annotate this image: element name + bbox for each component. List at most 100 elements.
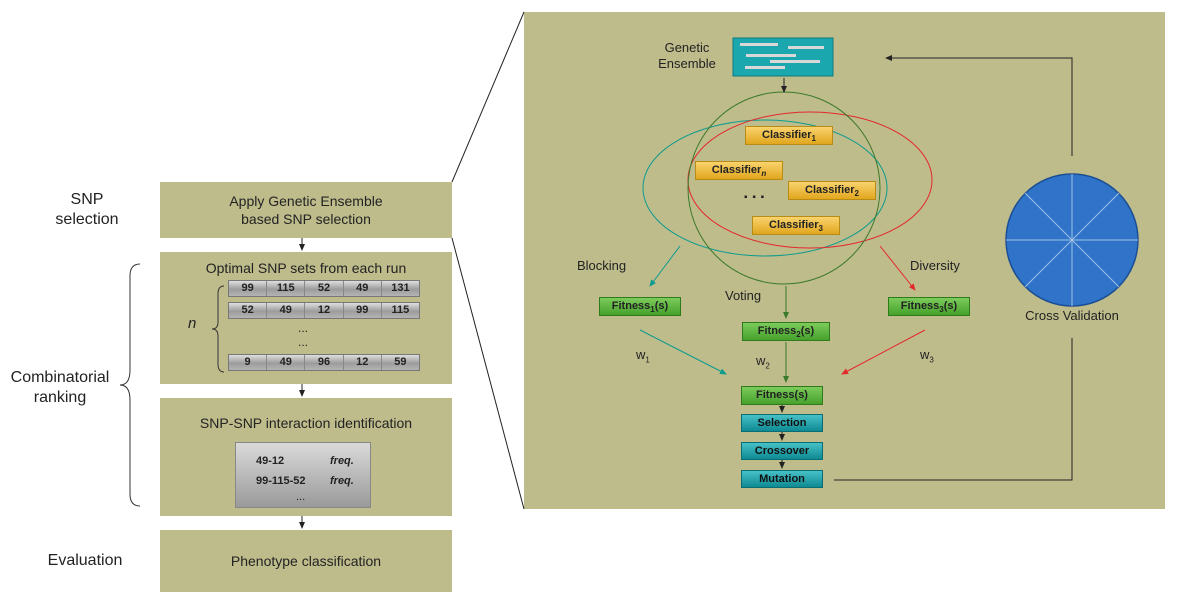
- ranking-brace: [119, 263, 141, 507]
- genetic-ensemble-line1: Genetic: [664, 40, 710, 55]
- snp-cell: 99: [229, 281, 268, 296]
- snp-selection-line1: SNP: [70, 191, 104, 208]
- fitness-label: Fitness: [757, 325, 797, 337]
- n-label: n: [188, 315, 197, 332]
- weight-label: w: [920, 347, 930, 362]
- classifier-sub: n: [761, 169, 767, 179]
- voting-label: Voting: [725, 288, 762, 303]
- snp-cell: 131: [391, 282, 410, 294]
- freq1-label: freq.: [330, 455, 354, 467]
- snp-cell: 96: [305, 355, 344, 370]
- classifier-sub: 1: [811, 134, 816, 144]
- cross-validation-loop-top: [885, 55, 1073, 156]
- zoom-line-bottom: [451, 237, 525, 510]
- genetic-ensemble-line2: Ensemble: [658, 56, 716, 71]
- snp-cell: 12: [344, 355, 382, 370]
- snp-cell: 115: [391, 304, 410, 316]
- blocking-arrow: [649, 245, 681, 287]
- snp-cell: 115: [267, 281, 306, 296]
- phenotype-box: Phenotype classification: [160, 530, 452, 592]
- fitness-1: Fitness1(s): [599, 297, 681, 316]
- freq2-label: freq.: [330, 475, 354, 487]
- snp-cell: 52: [229, 303, 268, 318]
- snp-selection-line2: selection: [55, 211, 119, 228]
- weight-label: w: [756, 353, 766, 368]
- fitness-suffix: (s): [800, 325, 815, 337]
- interaction-results-table: 49-12 freq. 99-115-52 freq. ...: [235, 442, 371, 508]
- genetic-ensemble-label: Genetic Ensemble: [644, 40, 730, 72]
- interaction-title: SNP-SNP interaction identification: [199, 415, 413, 431]
- snp-selection-label: SNP selection: [42, 190, 132, 230]
- fitness-sub: 2: [796, 330, 801, 340]
- selection-step: Selection: [741, 414, 823, 432]
- cross-validation-label: Cross Validation: [1025, 308, 1119, 323]
- cross-validation-circle: [1005, 173, 1139, 307]
- classifier-1: Classifier1: [745, 126, 833, 145]
- fitness-suffix: (s): [654, 300, 669, 312]
- crossover-step: Crossover: [741, 442, 823, 460]
- snp-set-row: 99 115 52 49 131: [228, 280, 420, 297]
- weight-2: w2: [756, 353, 770, 375]
- weight-sub: 2: [765, 361, 770, 371]
- classifier-label: Classifier: [769, 219, 819, 231]
- weight-sub: 1: [645, 355, 650, 365]
- weight-3: w3: [920, 347, 934, 369]
- fitness-label: Fitness: [611, 300, 651, 312]
- fitness-label: Fitness: [900, 300, 940, 312]
- apply-genetic-ensemble-box: Apply Genetic Ensemble based SNP selecti…: [160, 182, 452, 238]
- mutation-step: Mutation: [741, 470, 823, 488]
- combinatorial-ranking-label: Combinatorial ranking: [0, 368, 120, 408]
- fitness-suffix: (s): [943, 300, 958, 312]
- classifier-sub: 2: [854, 189, 859, 199]
- genetic-ensemble-icon: [732, 37, 834, 77]
- weight-1: w1: [636, 347, 650, 369]
- w3-arrow: [841, 329, 926, 375]
- classifier-3: Classifier3: [752, 216, 840, 235]
- snp-set-row: 9 49 96 12 59: [228, 354, 420, 371]
- classifier-n: Classifiern: [695, 161, 783, 180]
- fitness-2: Fitness2(s): [742, 322, 830, 341]
- snp-cell: 49: [267, 355, 306, 370]
- classifier-label: Classifier: [805, 184, 855, 196]
- combinatorial-line1: Combinatorial: [10, 369, 110, 386]
- blocking-label: Blocking: [577, 258, 627, 273]
- classifier-sub: 3: [818, 224, 823, 234]
- fitness-sub: 1: [650, 305, 655, 315]
- classifier-ellipsis: ▪ ▪ ▪: [744, 192, 766, 203]
- pair2-label: 99-115-52: [256, 475, 306, 487]
- pair1-label: 49-12: [256, 455, 285, 467]
- weight-label: w: [636, 347, 646, 362]
- combinatorial-line2: ranking: [33, 389, 87, 406]
- snp-cell: 49: [344, 281, 382, 296]
- diversity-label: Diversity: [910, 258, 960, 273]
- diversity-arrow: [879, 245, 916, 291]
- snp-cell: 59: [394, 356, 407, 368]
- n-brace: [211, 285, 225, 373]
- fitness-combined: Fitness(s): [741, 386, 823, 405]
- snp-cell: 12: [305, 303, 344, 318]
- apply-line1: Apply Genetic Ensemble: [229, 193, 383, 209]
- phenotype-label: Phenotype classification: [230, 553, 382, 569]
- optimal-snp-title: Optimal SNP sets from each run: [205, 260, 407, 276]
- classifier-label: Classifier: [762, 129, 812, 141]
- evaluation-label: Evaluation: [47, 552, 123, 569]
- fitness-3: Fitness3(s): [888, 297, 970, 316]
- snp-cell: 49: [267, 303, 306, 318]
- fitness-sub: 3: [939, 305, 944, 315]
- weight-sub: 3: [929, 355, 934, 365]
- zoom-line-top: [451, 11, 525, 183]
- snp-cell: 9: [229, 355, 268, 370]
- ellipse-teal: [642, 119, 888, 257]
- snp-set-row: 52 49 12 99 115: [228, 302, 420, 319]
- w1-arrow: [639, 329, 727, 375]
- classifier-label: Classifier: [711, 164, 762, 176]
- apply-line2: based SNP selection: [241, 211, 371, 227]
- snp-cell: 52: [305, 281, 344, 296]
- row-ellipsis: ...: [297, 321, 308, 335]
- cross-validation-loop-bottom: [834, 338, 1073, 481]
- pair-ellipsis: ...: [296, 491, 306, 503]
- snp-cell: 99: [344, 303, 382, 318]
- row-ellipsis: ...: [297, 335, 308, 349]
- classifier-2: Classifier2: [788, 181, 876, 200]
